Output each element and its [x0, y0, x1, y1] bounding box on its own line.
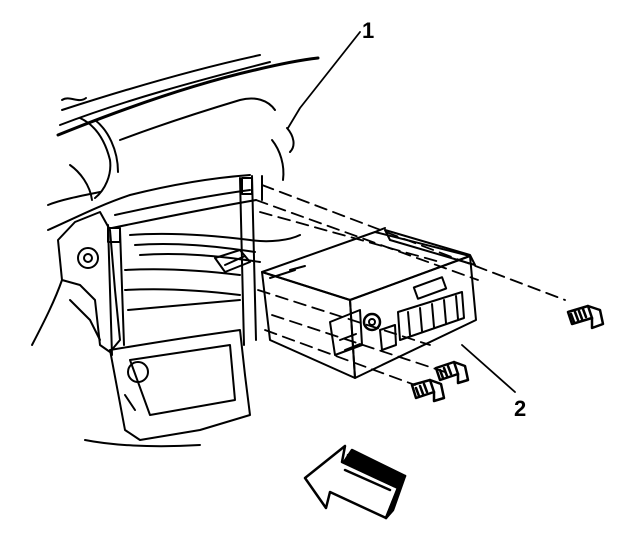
instrument-panel	[31, 54, 320, 448]
view-direction-arrow-icon	[303, 444, 407, 520]
mounting-bolt-lower-left	[410, 378, 446, 403]
callout-1-leader	[287, 31, 361, 129]
radio-receiver-unit	[261, 227, 477, 379]
callout-leaders	[287, 31, 516, 393]
mounting-bolt	[566, 304, 605, 330]
callout-2-leader	[461, 344, 516, 393]
mounting-bolt-lower-right	[434, 360, 470, 385]
installation-guide-lines	[255, 184, 566, 386]
callout-1-number: 1	[362, 18, 374, 43]
callout-2-number: 2	[514, 396, 526, 421]
